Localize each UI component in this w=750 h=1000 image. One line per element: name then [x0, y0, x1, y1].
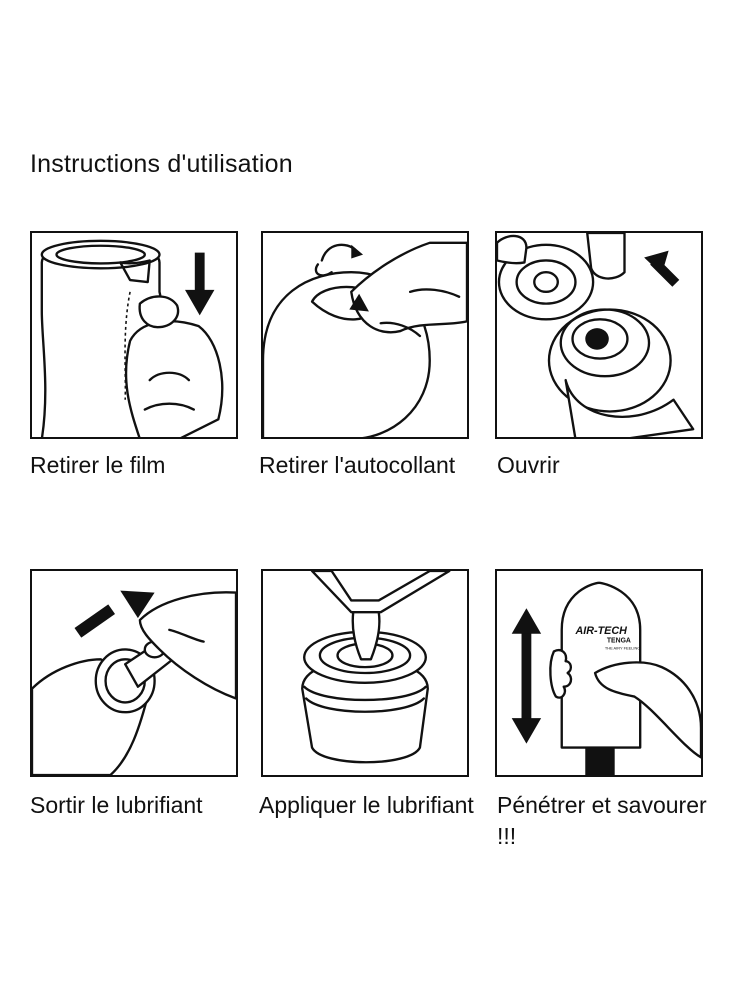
use-product-illustration: AIR-TECH TENGA THE AIRY FEELING — [511, 581, 701, 775]
step-4-caption: Sortir le lubrifiant — [30, 792, 203, 818]
apply-lubricant-illustration — [301, 571, 451, 764]
step-2-panel — [261, 231, 469, 439]
step-4-panel — [30, 569, 238, 777]
step-5-panel — [261, 569, 469, 777]
take-out-lubricant-illustration — [32, 590, 236, 775]
step-2-caption: Retirer l'autocollant — [259, 452, 456, 478]
product-maker: TENGA — [607, 638, 631, 645]
step-3-caption: Ouvrir — [497, 452, 560, 478]
open-cap-illustration — [497, 233, 695, 437]
step-1-panel — [30, 231, 238, 439]
remove-film-illustration — [40, 239, 224, 437]
step-5-caption: Appliquer le lubrifiant — [259, 792, 474, 818]
product-tagline: THE AIRY FEELING — [605, 645, 640, 650]
step-3-panel — [495, 231, 703, 439]
remove-sticker-illustration — [263, 241, 467, 437]
product-brand-name: AIR-TECH — [574, 625, 627, 637]
page-title: Instructions d'utilisation — [30, 150, 293, 178]
step-1-caption: Retirer le film — [30, 452, 166, 478]
step-6-caption: Pénétrer et savourer !!! — [497, 792, 707, 849]
step-6-panel: AIR-TECH TENGA THE AIRY FEELING — [495, 569, 703, 777]
